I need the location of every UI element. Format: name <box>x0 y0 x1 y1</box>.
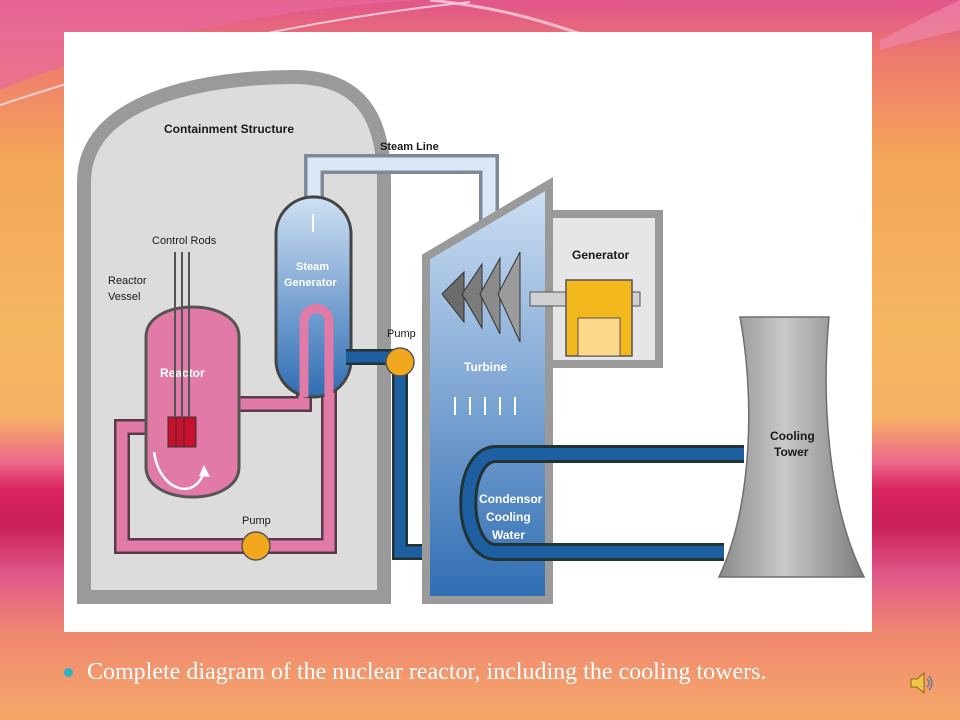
reactor-vessel-label-1: Reactor <box>108 275 147 287</box>
turbine-label: Turbine <box>464 360 507 374</box>
primary-pump <box>241 531 271 561</box>
caption-row: Complete diagram of the nuclear reactor,… <box>64 656 904 688</box>
turbine-housing <box>422 176 553 604</box>
turbine-blades <box>441 251 521 343</box>
primary-pump-label: Pump <box>242 515 271 527</box>
condensor-label-1: Condensor <box>479 492 543 506</box>
feed-pump <box>385 347 415 377</box>
slide-caption: Complete diagram of the nuclear reactor,… <box>87 658 767 685</box>
condensor-label-3: Water <box>492 528 525 542</box>
turbine-flow-arrows <box>454 397 516 415</box>
speaker-icon[interactable] <box>908 670 934 696</box>
cooling-tower-label-1: Cooling <box>770 429 815 443</box>
steam-generator-label-2: Generator <box>284 277 337 289</box>
steam-line-label: Steam Line <box>380 141 439 153</box>
nuclear-plant-diagram: Containment Structure Steam Line Reactor… <box>77 69 866 604</box>
steam-generator-label-1: Steam <box>296 261 329 273</box>
bullet-dot-icon <box>64 667 73 677</box>
containment-label: Containment Structure <box>164 122 294 136</box>
condensor-label-2: Cooling <box>486 510 531 524</box>
cooling-tower-label-2: Tower <box>774 445 809 459</box>
cooling-tower <box>717 316 866 578</box>
reactor-core <box>167 416 197 448</box>
feed-pump-label: Pump <box>387 328 416 340</box>
reactor-vessel <box>144 305 241 499</box>
reactor-vessel-label-2: Vessel <box>108 291 140 303</box>
control-rods-label: Control Rods <box>152 235 217 247</box>
diagram-panel: Containment Structure Steam Line Reactor… <box>64 32 872 632</box>
generator-label: Generator <box>572 248 630 262</box>
